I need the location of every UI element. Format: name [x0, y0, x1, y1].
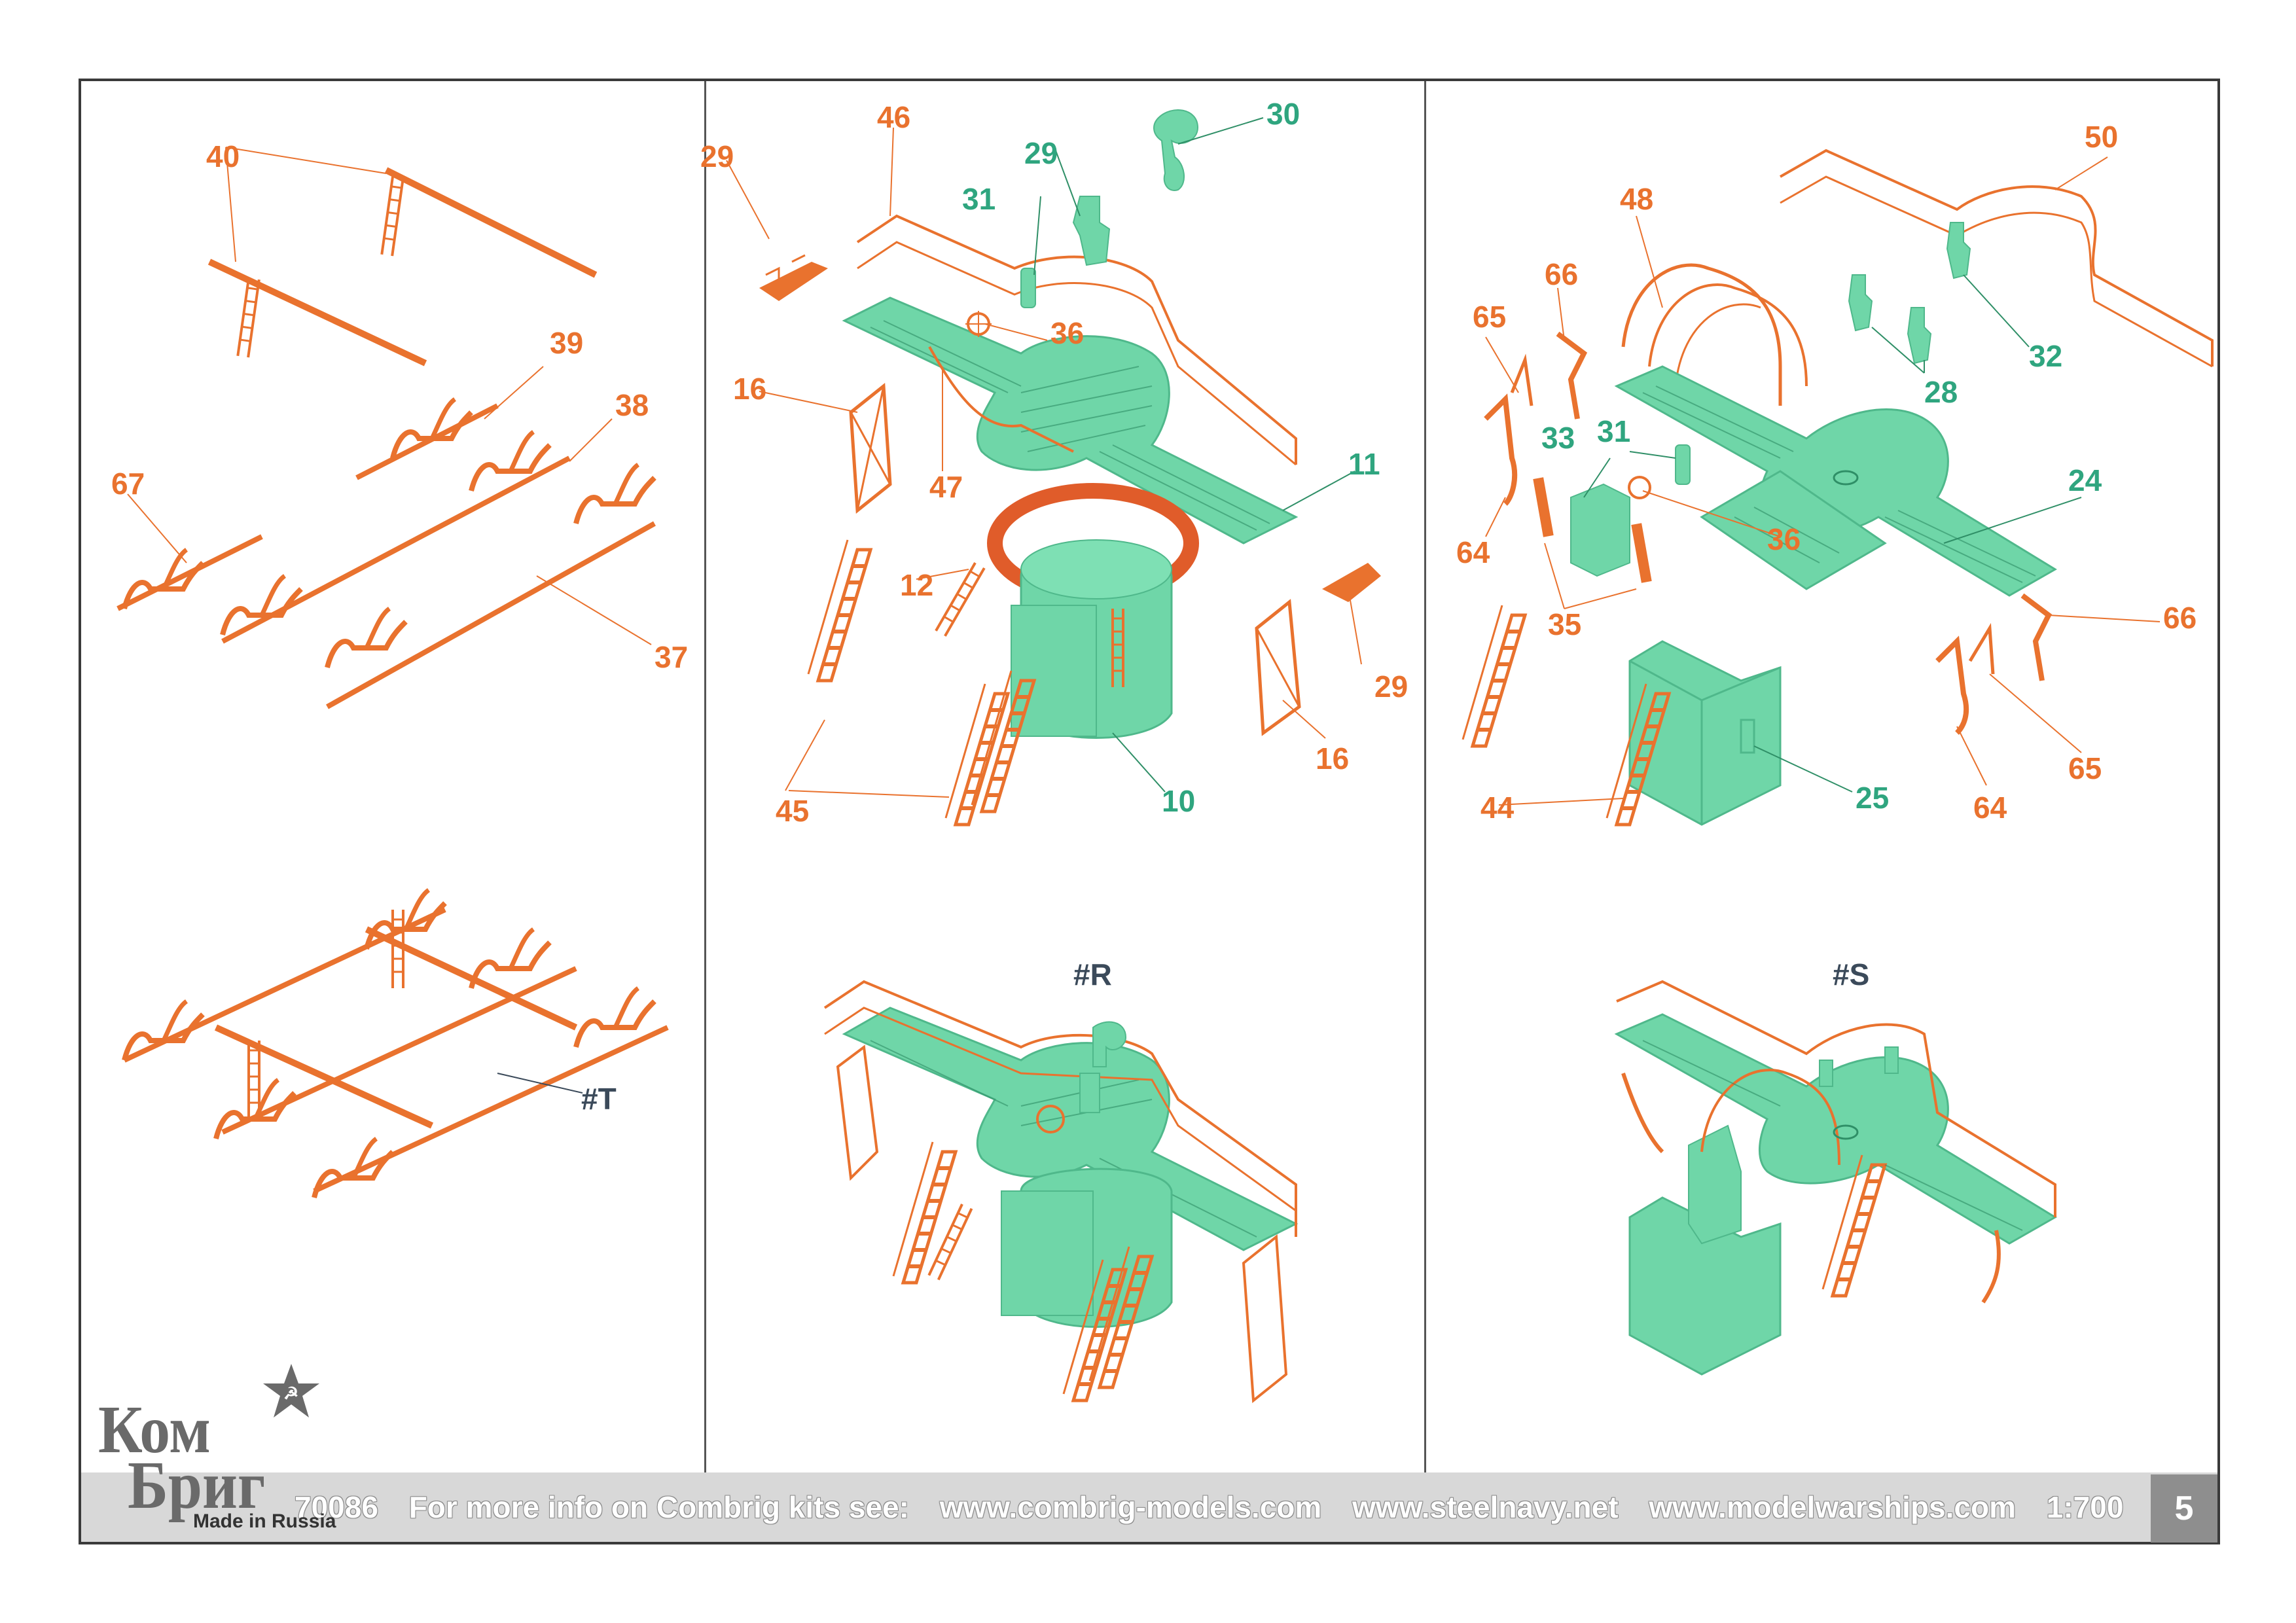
label-29a: 29: [700, 139, 734, 173]
label-66a: 66: [1545, 257, 1578, 291]
label-64b: 64: [1973, 791, 2007, 825]
part-11-platform: [842, 296, 1299, 544]
left-panel-parts: [117, 147, 656, 709]
label-32: 32: [2029, 339, 2062, 373]
label-40: 40: [206, 139, 240, 173]
label-46: 46: [877, 100, 910, 134]
assembly-S: [1614, 980, 2057, 1376]
page-number: 5: [2151, 1474, 2217, 1543]
label-29b: 29: [1024, 136, 1058, 170]
label-65a: 65: [1473, 300, 1506, 334]
label-45: 45: [776, 794, 809, 828]
footer-bar: [81, 1472, 2217, 1542]
part-29-bracket: [759, 262, 828, 301]
label-24: 24: [2068, 463, 2102, 497]
label-44: 44: [1480, 791, 1515, 825]
assembly-T: [124, 890, 669, 1198]
url-steelnavy[interactable]: www.steelnavy.net: [1352, 1490, 1619, 1524]
info-text: For more info on Combrig kits see:: [408, 1490, 909, 1524]
scale-label: 1:700: [2046, 1490, 2124, 1524]
panel-divider-left: [704, 81, 706, 1478]
part-29-bracket-right: [1322, 563, 1381, 602]
kit-number: 70086: [295, 1490, 378, 1524]
url-combrig[interactable]: www.combrig-models.com: [939, 1490, 1322, 1524]
label-16a: 16: [733, 372, 766, 406]
logo-subtitle: Made in Russia: [193, 1510, 336, 1532]
label-37: 37: [655, 640, 688, 674]
part-40-rail-lower: [207, 259, 427, 366]
part-32-post: [1946, 222, 1971, 279]
part-65-strut-right: [1968, 622, 1995, 675]
part-25-house: [1628, 640, 1782, 826]
part-36-wheel-right: [1628, 476, 1651, 499]
part-47-rail: [928, 346, 1074, 453]
part-35-plate: [1533, 477, 1554, 537]
label-33: 33: [1541, 421, 1575, 455]
label-39: 39: [550, 326, 583, 360]
label-28: 28: [1924, 375, 1958, 409]
part-37-rail: [326, 521, 656, 709]
part-66-bracket-left: [1556, 331, 1588, 419]
part-64-bracket-left: [1484, 393, 1518, 506]
label-38: 38: [615, 388, 649, 422]
label-36: 36: [1050, 316, 1084, 350]
part-30-fitting: [1153, 109, 1199, 191]
part-40-rail-upper: [384, 167, 598, 278]
label-66b: 66: [2163, 601, 2197, 635]
logo-line-2: Бриг: [128, 1448, 266, 1523]
middle-panel-parts: [726, 109, 1381, 825]
part-28-post-a: [1848, 274, 1873, 332]
label-48: 48: [1620, 182, 1653, 216]
assembly-R: [823, 980, 1299, 1403]
svg-text:☭: ☭: [283, 1383, 298, 1403]
label-50: 50: [2085, 120, 2118, 154]
part-33-block: [1570, 483, 1630, 577]
part-31-post: [1020, 268, 1036, 308]
logo-line-1: Ком: [98, 1392, 211, 1467]
label-47: 47: [929, 470, 963, 504]
label-64a: 64: [1456, 535, 1490, 569]
footer-text: 70086 For more info on Combrig kits see:…: [295, 1474, 2145, 1540]
label-16b: 16: [1316, 741, 1349, 776]
label-29c: 29: [1374, 669, 1408, 704]
part-31-post-right: [1675, 444, 1691, 485]
label-36-right: 36: [1767, 522, 1801, 556]
part-65-strut-left: [1510, 353, 1534, 406]
label-25: 25: [1856, 781, 1889, 815]
url-modelwarships[interactable]: www.modelwarships.com: [1649, 1490, 2016, 1524]
label-11: 11: [1348, 447, 1380, 481]
panel-divider-right: [1424, 81, 1426, 1478]
label-31: 31: [962, 182, 996, 216]
part-28-post-b: [1907, 307, 1932, 365]
combrig-logo: ☭ Ком Бриг Made in Russia: [98, 1361, 347, 1538]
part-64-bracket-right: [1935, 635, 1969, 735]
part-38-rail: [221, 455, 571, 644]
star-icon: ☭: [263, 1364, 319, 1418]
right-panel-parts: [1463, 149, 2214, 826]
part-48-frame: [1621, 263, 1782, 406]
part-50-railing: [1780, 149, 2214, 366]
part-67-rail: [117, 534, 263, 611]
label-31-right: 31: [1597, 414, 1630, 448]
label-65b: 65: [2068, 751, 2102, 785]
assembly-label-R: #R: [1073, 957, 1112, 991]
assembly-label-T: #T: [581, 1082, 617, 1116]
assembly-label-S: #S: [1833, 957, 1869, 991]
label-12: 12: [900, 568, 933, 602]
part-29-column: [1072, 196, 1111, 266]
label-10: 10: [1162, 784, 1195, 818]
part-39-rail: [355, 403, 499, 480]
label-35: 35: [1548, 607, 1581, 641]
part-66-bracket-right: [2020, 593, 2053, 681]
label-67: 67: [111, 467, 145, 501]
label-30: 30: [1266, 97, 1300, 131]
